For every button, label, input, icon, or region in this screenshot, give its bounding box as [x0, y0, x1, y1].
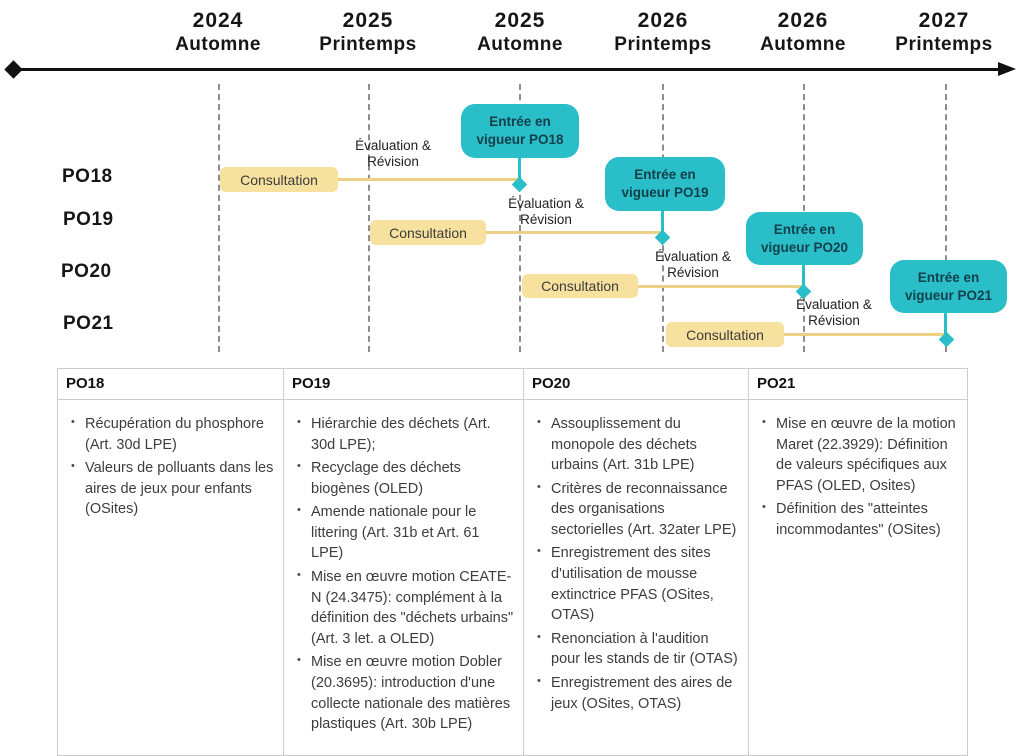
axis-start-diamond-icon: [4, 60, 23, 79]
entry-stem-po20: [802, 263, 805, 289]
list-item: Mise en œuvre motion Dobler (20.3695): i…: [294, 652, 515, 734]
table-cell-po21: Mise en œuvre de la motion Maret (22.392…: [749, 400, 967, 755]
connector-line-po21: [784, 333, 946, 336]
connector-line-po18: [338, 178, 520, 181]
table-header-po21: PO21: [749, 369, 967, 400]
list-item: Mise en œuvre motion CEATE-N (24.3475): …: [294, 567, 515, 649]
column-year: 2026: [637, 9, 689, 32]
dashed-line-2025-printemps: [368, 84, 370, 352]
timeline-column-2025-automne: 2025 Automne: [445, 8, 595, 57]
column-season: Printemps: [614, 34, 712, 56]
table-header-po19: PO19: [284, 369, 524, 400]
timeline-column-2026-automne: 2026 Automne: [728, 8, 878, 57]
list-item: Définition des "atteintes incommodantes"…: [759, 499, 961, 540]
list-item: Valeurs de polluants dans les aires de j…: [68, 458, 275, 520]
column-season: Automne: [477, 34, 563, 56]
column-year: 2025: [342, 9, 394, 32]
consultation-box-po18: Consultation: [220, 167, 338, 192]
list-item: Assouplissement du monopole des déchets …: [534, 414, 740, 476]
axis-arrowhead-icon: [998, 62, 1016, 76]
evaluation-label-po19: Évaluation & Révision: [508, 196, 584, 227]
entry-stem-po18: [518, 156, 521, 182]
bullet-list-po19: Hiérarchie des déchets (Art. 30d LPE); R…: [294, 414, 515, 735]
column-season: Automne: [175, 34, 261, 56]
column-year: 2027: [918, 9, 970, 32]
column-season: Printemps: [895, 34, 993, 56]
entry-into-force-box-po20: Entrée en vigueur PO20: [746, 212, 863, 265]
list-item: Enregistrement des sites d'utilisation d…: [534, 543, 740, 625]
timeline-column-2027-printemps: 2027 Printemps: [869, 8, 1019, 57]
evaluation-label-po18: Évaluation & Révision: [355, 138, 431, 169]
list-item: Amende nationale pour le littering (Art.…: [294, 502, 515, 564]
row-label-po20: PO20: [61, 261, 112, 282]
table-cell-po18: Récupération du phosphore (Art. 30d LPE)…: [58, 400, 284, 755]
table-cell-po20: Assouplissement du monopole des déchets …: [524, 400, 749, 755]
timeline-column-2026-printemps: 2026 Printemps: [588, 8, 738, 57]
column-season: Automne: [760, 34, 846, 56]
consultation-box-po21: Consultation: [666, 322, 784, 347]
evaluation-label-po21: Évaluation & Révision: [796, 297, 872, 328]
dashed-line-2027-printemps: [945, 84, 947, 352]
list-item: Mise en œuvre de la motion Maret (22.392…: [759, 414, 961, 496]
timeline-column-2025-printemps: 2025 Printemps: [293, 8, 443, 57]
table-cell-po19: Hiérarchie des déchets (Art. 30d LPE); R…: [284, 400, 524, 755]
list-item: Renonciation à l'audition pour les stand…: [534, 629, 740, 670]
bullet-list-po20: Assouplissement du monopole des déchets …: [534, 414, 740, 714]
row-label-po18: PO18: [62, 166, 113, 187]
timeline-column-2024-automne: 2024 Automne: [143, 8, 293, 57]
list-item: Récupération du phosphore (Art. 30d LPE): [68, 414, 275, 455]
entry-stem-po19: [661, 209, 664, 235]
column-season: Printemps: [319, 34, 417, 56]
bullet-list-po18: Récupération du phosphore (Art. 30d LPE)…: [68, 414, 275, 520]
bullet-list-po21: Mise en œuvre de la motion Maret (22.392…: [759, 414, 961, 540]
ordinance-summary-table: PO18 PO19 PO20 PO21 Récupération du phos…: [57, 368, 968, 756]
list-item: Critères de reconnaissance des organisat…: [534, 479, 740, 541]
column-year: 2024: [192, 9, 244, 32]
list-item: Hiérarchie des déchets (Art. 30d LPE);: [294, 414, 515, 455]
entry-into-force-box-po19: Entrée en vigueur PO19: [605, 157, 725, 211]
list-item: Recyclage des déchets biogènes (OLED): [294, 458, 515, 499]
dashed-line-2025-automne: [519, 84, 521, 352]
consultation-box-po20: Consultation: [522, 274, 638, 298]
connector-line-po20: [638, 285, 804, 288]
connector-line-po19: [486, 231, 663, 234]
table-header-po18: PO18: [58, 369, 284, 400]
dashed-line-2024-automne: [218, 84, 220, 352]
column-year: 2026: [777, 9, 829, 32]
consultation-box-po19: Consultation: [370, 220, 486, 245]
row-label-po19: PO19: [63, 209, 114, 230]
column-year: 2025: [494, 9, 546, 32]
entry-into-force-box-po21: Entrée en vigueur PO21: [890, 260, 1007, 313]
table-header-po20: PO20: [524, 369, 749, 400]
row-label-po21: PO21: [63, 313, 114, 334]
evaluation-label-po20: Évaluation & Révision: [655, 249, 731, 280]
entry-into-force-box-po18: Entrée en vigueur PO18: [461, 104, 579, 158]
timeline-axis: [10, 68, 1002, 71]
list-item: Enregistrement des aires de jeux (OSites…: [534, 673, 740, 714]
entry-stem-po21: [944, 311, 947, 337]
